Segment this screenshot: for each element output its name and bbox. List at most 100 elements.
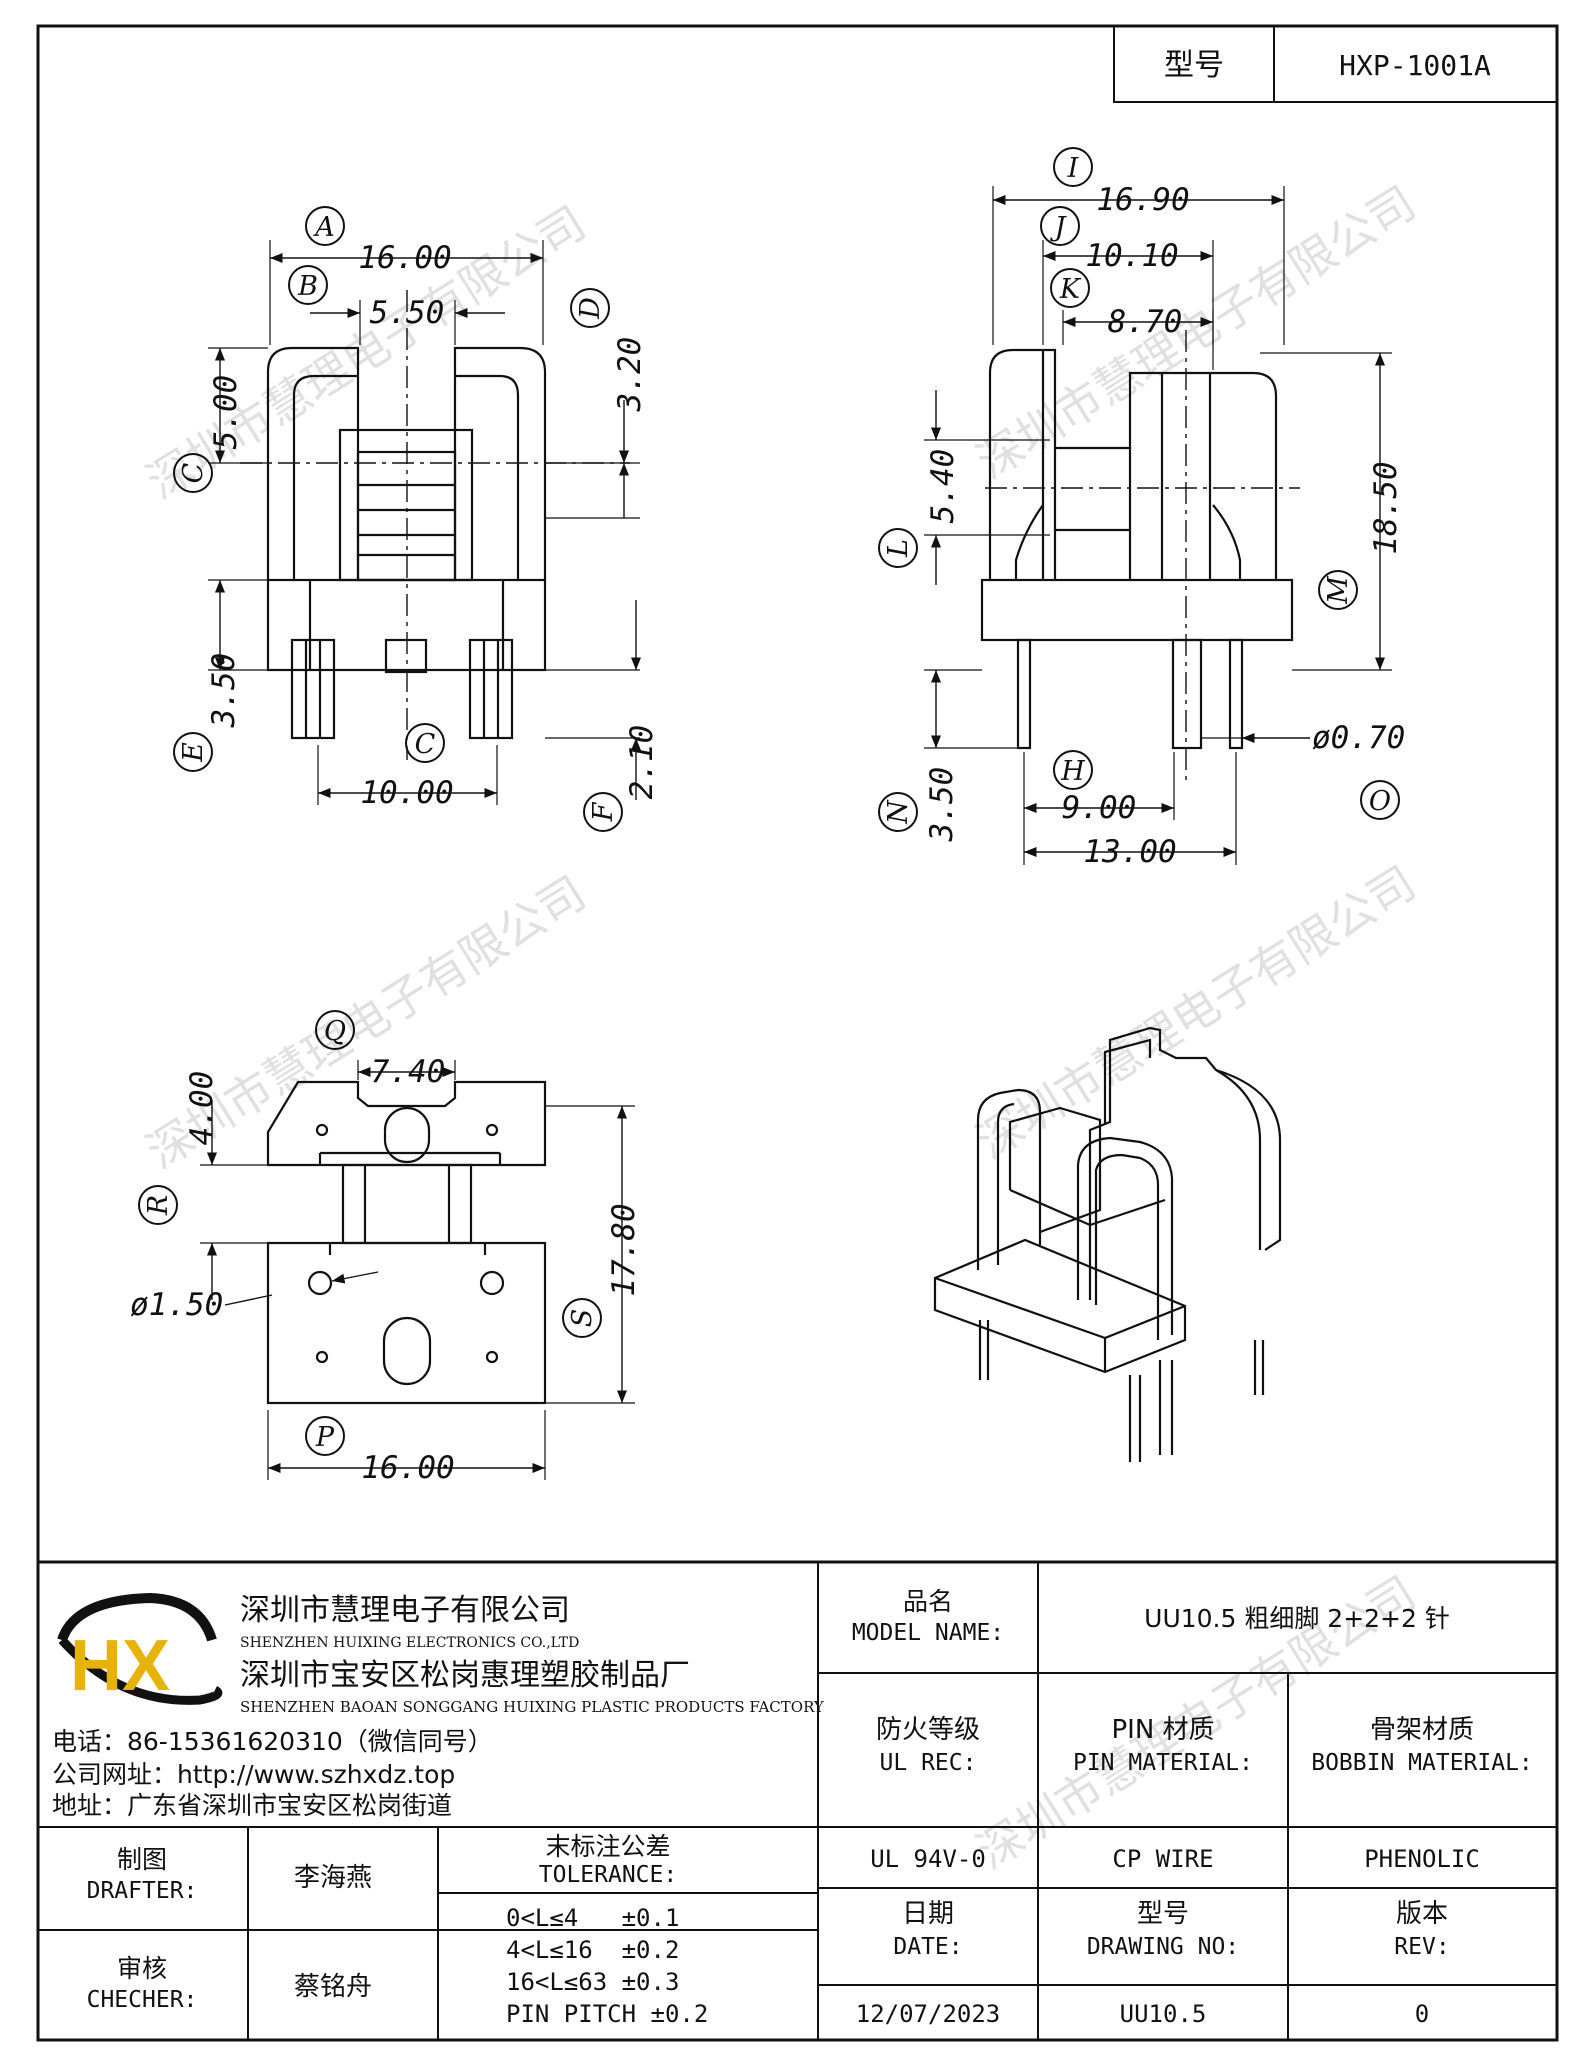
isometric-view [933, 1026, 1282, 1462]
callout-circle-c [173, 453, 213, 493]
callout-circle-h [1053, 750, 1093, 790]
callout-k: K [1059, 274, 1082, 305]
dim-o: 13.00 [1083, 834, 1176, 870]
dim-m: 18.50 [1368, 461, 1404, 554]
callout-circle-i [1053, 147, 1093, 187]
company-phone: 电话：86-15361620310（微信同号） [52, 1727, 493, 1756]
callout-circle-s [562, 1298, 602, 1338]
tolerance-label-cn: 末标注公差 [545, 1832, 670, 1861]
callout-circle-d [570, 288, 610, 328]
checker-label-en: CHECHER: [87, 1987, 198, 2013]
company-info: 深圳市慧理电子有限公司 SHENZHEN HUIXING ELECTRONICS… [52, 1593, 825, 1820]
callout-j: J [1050, 212, 1068, 243]
dim-pin: ø0.70 [1312, 720, 1405, 756]
dim-d: 3.20 [612, 337, 648, 413]
callout-r: R [143, 1195, 174, 1216]
callout-circle-a [305, 206, 345, 246]
drawing-label-cn: 型号 [1137, 1899, 1189, 1929]
pin-label-cn: PIN 材质 [1111, 1715, 1214, 1745]
front-view-labels: A 16.00 B 5.50 C 5.00 D 3.20 E 3.50 F 2.… [173, 206, 660, 832]
logo-text: HX [70, 1626, 170, 1706]
callout-p: P [315, 1422, 335, 1453]
callout-circle-j [1040, 206, 1080, 246]
drafter-name: 李海燕 [294, 1863, 372, 1893]
callout-h: H [1060, 756, 1085, 787]
drawing-label-en: DRAWING NO: [1087, 1934, 1239, 1960]
ul-label-cn: 防火等级 [876, 1715, 980, 1745]
factory-name-cn: 深圳市宝安区松岗惠理塑胶制品厂 [240, 1658, 690, 1693]
drafter-label-cn: 制图 [117, 1845, 167, 1874]
dim-g: 10.00 [360, 775, 453, 811]
tolerance-row: 0<L≤4 ±0.1 [506, 1904, 679, 1932]
dim-e: 3.50 [206, 653, 242, 729]
title-block-text: 品名 MODEL NAME: UU10.5 粗细脚 2+2+2 针 防火等级 U… [87, 1587, 1533, 2028]
bottom-view [200, 1060, 635, 1480]
callout-circle-o [1360, 780, 1400, 820]
callout-q: Q [324, 1016, 346, 1047]
model-header: 型号 HXP-1001A [1113, 25, 1558, 103]
model-name-value: UU10.5 粗细脚 2+2+2 针 [1144, 1604, 1450, 1633]
callout-circle-b [288, 265, 328, 305]
callout-c2: C [415, 729, 436, 760]
dim-l: 5.40 [925, 449, 961, 524]
callout-f: F [588, 801, 619, 822]
tolerance-row: 16<L≤63 ±0.3 [506, 1968, 679, 1996]
callout-circle-c2 [405, 723, 445, 763]
callout-circle-r [138, 1185, 178, 1225]
rev-value: 0 [1415, 2000, 1429, 2028]
dim-h: 9.00 [1062, 790, 1137, 826]
title-block [38, 1560, 1557, 2040]
callout-d: D [575, 297, 606, 320]
callout-l: L [883, 539, 914, 558]
callout-m: M [1323, 575, 1354, 605]
watermark-2: 深圳市慧理电子有限公司 [967, 175, 1425, 489]
callout-o: O [1369, 786, 1391, 817]
ul-label-en: UL REC: [880, 1750, 977, 1776]
date-value: 12/07/2023 [856, 2000, 1001, 2028]
company-name-cn: 深圳市慧理电子有限公司 [240, 1593, 570, 1628]
dim-b: 5.50 [370, 295, 445, 331]
tolerance-label-en: TOLERANCE: [539, 1862, 677, 1888]
dim-s: 17.80 [606, 1203, 642, 1296]
ul-value: UL 94V-0 [870, 1845, 986, 1873]
drafter-label-en: DRAFTER: [87, 1878, 198, 1904]
model-header-label: 型号 [1164, 48, 1224, 83]
dim-hole: ø1.50 [130, 1287, 223, 1323]
dim-p: 16.00 [361, 1450, 454, 1486]
bobbin-label-en: BOBBIN MATERIAL: [1311, 1750, 1533, 1776]
callout-circle-m [1318, 570, 1358, 610]
front-view [208, 240, 642, 805]
tolerance-row: 4<L≤16 ±0.2 [506, 1936, 679, 1964]
date-label-cn: 日期 [902, 1899, 954, 1929]
callout-n: N [883, 799, 914, 825]
model-header-value: HXP-1001A [1339, 49, 1491, 82]
sheet-border [36, 24, 1559, 2042]
dim-j: 10.10 [1085, 238, 1178, 274]
bobbin-label-cn: 骨架材质 [1370, 1715, 1474, 1745]
callout-c: C [178, 462, 209, 483]
callout-a: A [312, 212, 335, 243]
callout-circle-e [173, 732, 213, 772]
callout-s: S [567, 1309, 598, 1328]
company-website: 公司网址：http://www.szhxdz.top [52, 1760, 455, 1789]
company-address: 地址：广东省深圳市宝安区松岗街道 [52, 1791, 452, 1820]
dim-n: 3.50 [924, 767, 960, 843]
date-label-en: DATE: [893, 1934, 962, 1960]
dim-r: 4.00 [184, 1071, 220, 1146]
bottom-view-labels: Q 7.40 4.00 R ø1.50 S 17.80 P 16.00 [130, 1010, 642, 1486]
side-view-labels: I 16.90 J 10.10 K 8.70 L 5.40 M 18.50 N … [878, 147, 1405, 870]
side-view [924, 186, 1392, 865]
pin-label-en: PIN MATERIAL: [1073, 1750, 1253, 1776]
callout-circle-k [1050, 268, 1090, 308]
model-name-label-cn: 品名 [903, 1587, 953, 1616]
dim-c: 5.00 [208, 375, 244, 450]
callout-circle-n [878, 792, 918, 832]
callout-circle-f [583, 792, 623, 832]
bobbin-value: PHENOLIC [1364, 1845, 1480, 1873]
factory-name-en: SHENZHEN BAOAN SONGGANG HUIXING PLASTIC … [240, 1698, 825, 1716]
callout-circle-p [305, 1416, 345, 1456]
callout-e: E [178, 742, 209, 763]
dim-f: 2.10 [624, 725, 660, 800]
rev-label-cn: 版本 [1396, 1899, 1448, 1929]
